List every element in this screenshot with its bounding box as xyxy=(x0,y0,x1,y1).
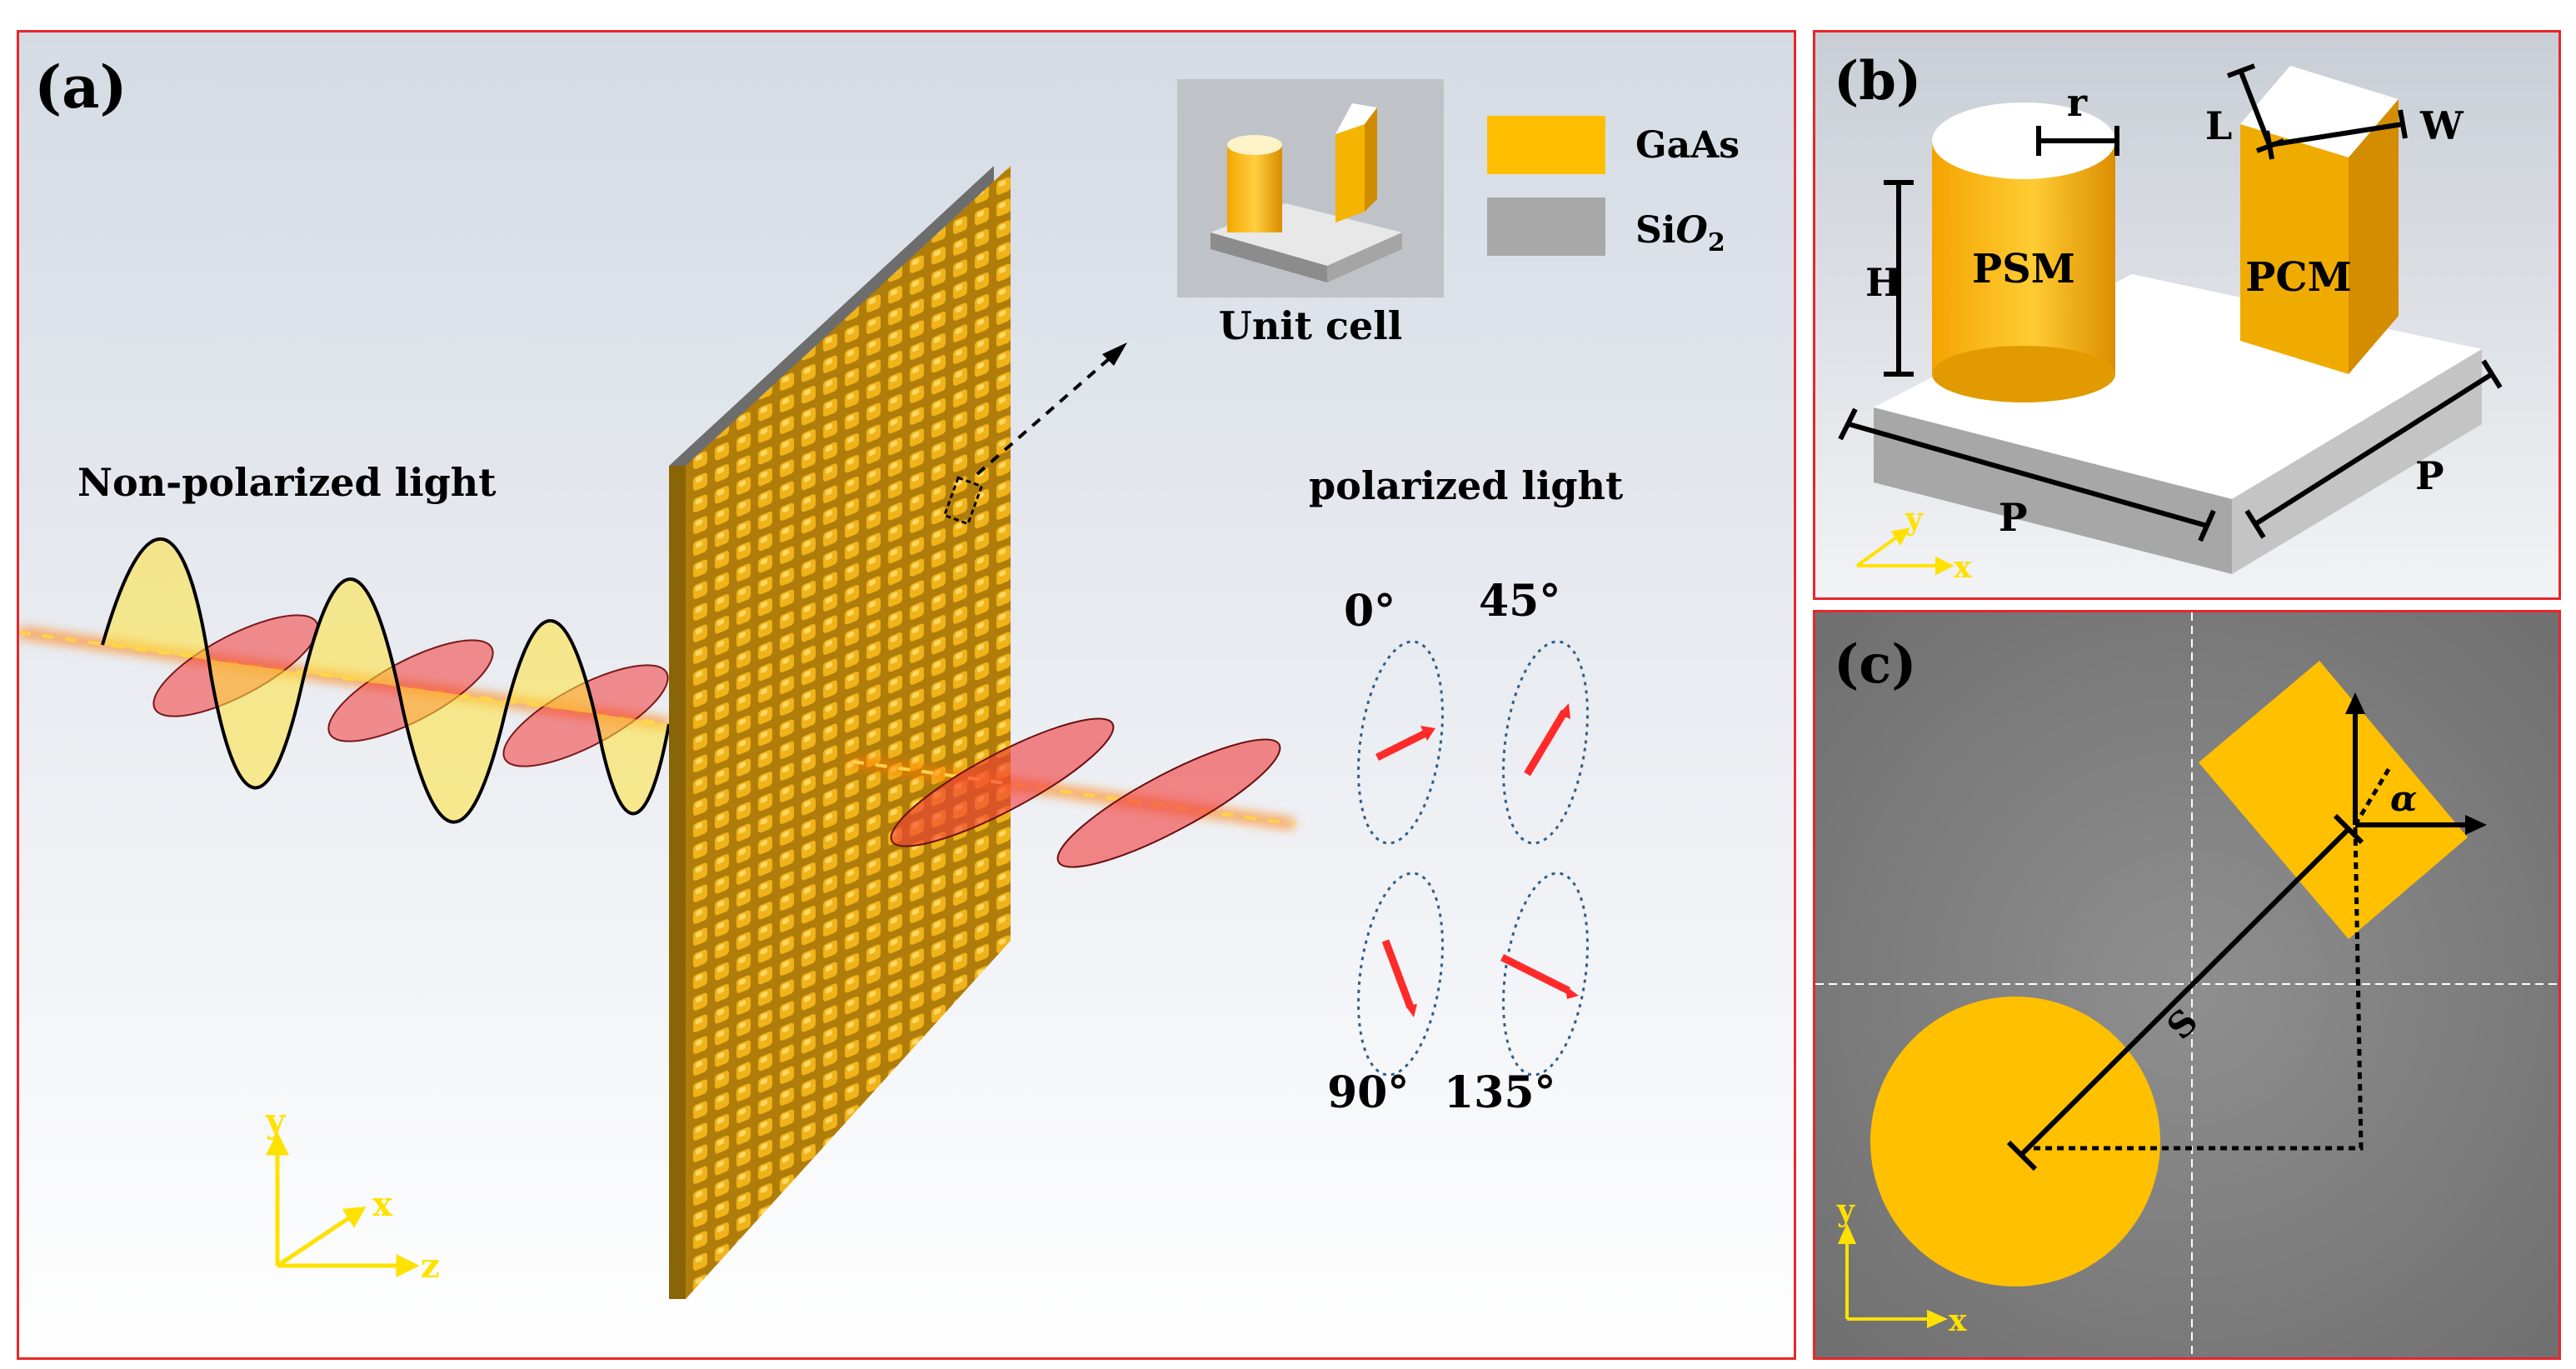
angle-90-label: 90° xyxy=(1327,1067,1409,1118)
angle-135-label: 135° xyxy=(1444,1067,1556,1118)
axis-a-z: z xyxy=(421,1247,440,1286)
legend-sio2-swatch xyxy=(1487,197,1605,256)
unit-cell-marker xyxy=(942,476,984,526)
panel-a-canvas: (a) xyxy=(19,32,1794,1357)
axis-c-x: x xyxy=(1949,1303,1967,1338)
panel-b-canvas: (b) PSM PCM H r L W P P xyxy=(1815,32,2559,597)
panel-b: (b) PSM PCM H r L W P P xyxy=(1813,30,2561,600)
axes-b xyxy=(1855,527,1954,576)
panel-c-canvas: (c) α S xyxy=(1815,612,2559,1357)
dim-w: W xyxy=(2419,103,2464,148)
axis-b-y: y xyxy=(1905,502,1924,537)
alpha-label: α xyxy=(2390,778,2417,819)
polarization-states: 0° 45° 90° 135° xyxy=(1327,576,1589,1118)
output-light-label: polarized light xyxy=(1309,463,1624,508)
angle-45-label: 45° xyxy=(1479,576,1560,627)
axis-a-y: y xyxy=(265,1102,287,1141)
axis-a-x: x xyxy=(372,1185,393,1224)
zoom-arrow xyxy=(976,356,1112,476)
unit-cell-inset xyxy=(1177,79,1444,297)
panel-b-label: (b) xyxy=(1834,50,1921,112)
axes-c xyxy=(1837,1223,1948,1329)
pcm-rect xyxy=(2199,661,2468,939)
metasurface-plate xyxy=(669,166,1011,1299)
panel-a-label: (a) xyxy=(34,52,127,122)
pcm-label: PCM xyxy=(2245,254,2351,301)
panel-a: (a) xyxy=(17,30,1796,1360)
geometry-lines xyxy=(2006,704,2474,1172)
axis-b-x: x xyxy=(1954,550,1972,585)
axis-c-y: y xyxy=(1836,1193,1855,1228)
unit-cell-label: Unit cell xyxy=(1219,303,1403,348)
psm-label: PSM xyxy=(1972,246,2075,292)
dim-r: r xyxy=(2067,80,2088,125)
dimension-lines xyxy=(1838,63,2503,542)
incident-beam xyxy=(19,537,671,824)
output-beam xyxy=(851,717,1295,868)
dim-h: H xyxy=(1865,260,1901,305)
panel-c: (c) α S xyxy=(1813,610,2561,1360)
psm-circle xyxy=(1870,997,2160,1287)
incident-light-label: Non-polarized light xyxy=(77,460,497,505)
panel-c-label: (c) xyxy=(1834,633,1917,696)
dim-p2: P xyxy=(2415,453,2444,498)
dim-p1: P xyxy=(1999,495,2028,540)
angle-0-label: 0° xyxy=(1344,586,1395,637)
legend-sio2-label: SiO2 xyxy=(1635,209,1725,257)
dim-l: L xyxy=(2205,103,2232,148)
legend-gaas-label: GaAs xyxy=(1635,124,1740,167)
legend-gaas-swatch xyxy=(1487,116,1605,174)
axes-a xyxy=(265,1132,420,1278)
